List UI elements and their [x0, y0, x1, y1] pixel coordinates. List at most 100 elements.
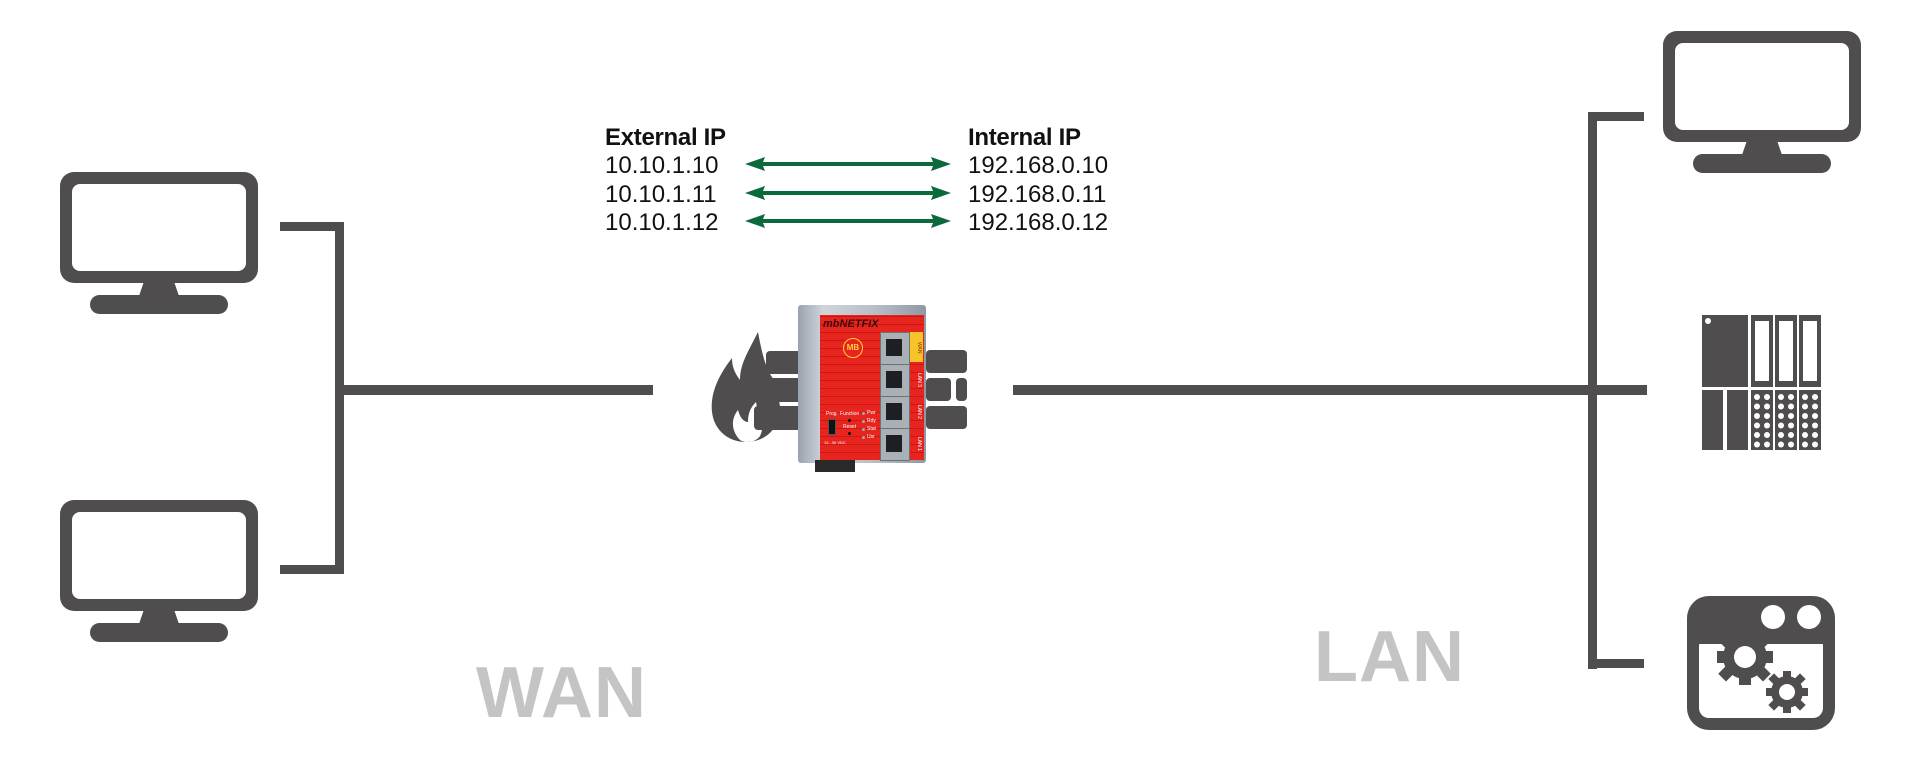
wan-monitor-1 — [60, 172, 258, 314]
io-dot — [1778, 394, 1784, 400]
lan-trunk — [1013, 385, 1647, 395]
plc-module — [1751, 390, 1773, 450]
power-label: 12...30 VDC — [824, 440, 846, 445]
wan-monitor-2 — [60, 500, 258, 642]
io-dot — [1802, 422, 1808, 429]
external-ip-1: 10.10.1.10 — [605, 152, 719, 179]
io-dot — [1802, 394, 1808, 400]
io-dot — [1812, 413, 1818, 419]
io-dot — [1802, 413, 1808, 419]
wan-link-bottom — [280, 565, 344, 574]
wan-label: WAN — [476, 653, 647, 733]
monitor-base — [1693, 154, 1831, 173]
port-wan — [880, 332, 910, 365]
prog-label: Prog — [826, 411, 837, 417]
lan-monitor — [1663, 31, 1861, 173]
io-dot — [1788, 432, 1794, 438]
io-dot — [1778, 413, 1784, 419]
led-indicator — [862, 420, 865, 423]
port-label: LAN 2 — [916, 405, 922, 419]
plc-module-window — [1779, 321, 1793, 381]
arrow-shape — [745, 214, 951, 228]
io-dot — [1764, 403, 1770, 410]
io-dot — [1764, 422, 1770, 429]
io-dot — [1778, 432, 1784, 438]
gear-window-icon — [1687, 596, 1835, 730]
plc-status-dot — [1705, 318, 1711, 324]
wan-link-top — [280, 222, 344, 231]
terminal-block — [815, 460, 855, 472]
led-label: Pwr — [867, 410, 876, 416]
lan-label: LAN — [1314, 617, 1465, 697]
lan-bus-vertical — [1588, 112, 1597, 669]
plc-module — [1727, 390, 1748, 450]
internal-ip-3: 192.168.0.12 — [968, 209, 1109, 236]
port-label: WAN — [916, 342, 922, 354]
mapping-arrow-2 — [745, 186, 951, 200]
io-dot — [1764, 413, 1770, 419]
window-button — [1797, 605, 1821, 629]
external-ip-3: 10.10.1.12 — [605, 209, 719, 236]
io-dot — [1754, 432, 1760, 438]
io-dot — [1778, 441, 1784, 448]
mb-logo: MB — [843, 338, 863, 358]
led-indicator — [862, 428, 865, 431]
internal-ip-header: Internal IP — [968, 124, 1081, 151]
monitor-icon — [60, 172, 258, 283]
monitor-neck — [139, 610, 179, 624]
firewall-brick — [926, 378, 951, 401]
led-label: Rdy — [867, 418, 876, 424]
io-dot — [1802, 403, 1808, 410]
io-dot — [1812, 422, 1818, 429]
external-ip-header: External IP — [605, 124, 726, 151]
led-indicator — [862, 412, 865, 415]
port-lan3 — [880, 364, 910, 397]
port-lan2 — [880, 396, 910, 429]
io-dot — [1812, 403, 1818, 410]
plc-module-window — [1803, 321, 1817, 381]
monitor-neck — [139, 282, 179, 296]
plc-module — [1799, 390, 1821, 450]
gear-icon — [1766, 671, 1808, 713]
port-label: LAN 3 — [916, 373, 922, 387]
mapping-arrow-1 — [745, 157, 951, 171]
firewall-brick — [754, 406, 798, 430]
wan-port-tag — [909, 332, 923, 362]
io-dot — [1764, 432, 1770, 438]
io-dot — [1812, 432, 1818, 438]
port-lan1 — [880, 428, 910, 461]
reset-label: Reset — [843, 424, 857, 430]
lan-link-bottom — [1588, 659, 1644, 668]
led-indicator — [862, 436, 865, 439]
monitor-icon — [1663, 31, 1861, 142]
device-brand: mbNETFIX — [823, 318, 879, 330]
firewall-brick — [926, 350, 967, 373]
arrow-shape — [745, 157, 951, 171]
function-button — [848, 419, 851, 422]
window-button — [1761, 605, 1785, 629]
io-dot — [1764, 441, 1770, 448]
plc-module — [1775, 390, 1797, 450]
monitor-base — [90, 623, 228, 642]
port-label: LAN 1 — [916, 437, 922, 451]
plc-module — [1702, 390, 1723, 450]
io-dot — [1754, 441, 1760, 448]
arrow-shape — [745, 186, 951, 200]
external-ip-2: 10.10.1.11 — [605, 181, 717, 208]
io-dot — [1788, 422, 1794, 429]
firewall-brick — [760, 378, 798, 402]
firewall-brick — [926, 406, 967, 429]
io-dot — [1788, 394, 1794, 400]
internal-ip-2: 192.168.0.11 — [968, 181, 1107, 208]
function-label: Function — [840, 411, 860, 417]
monitor-icon — [60, 500, 258, 611]
firewall-brick — [766, 351, 798, 374]
gear-icon — [1717, 629, 1773, 685]
plc-icon — [1702, 315, 1821, 450]
io-dot — [1802, 441, 1808, 448]
io-dot — [1812, 441, 1818, 448]
mapping-arrow-3 — [745, 214, 951, 228]
led-label: Usr — [867, 434, 875, 440]
lan-link-top — [1588, 112, 1644, 121]
io-dot — [1778, 403, 1784, 410]
